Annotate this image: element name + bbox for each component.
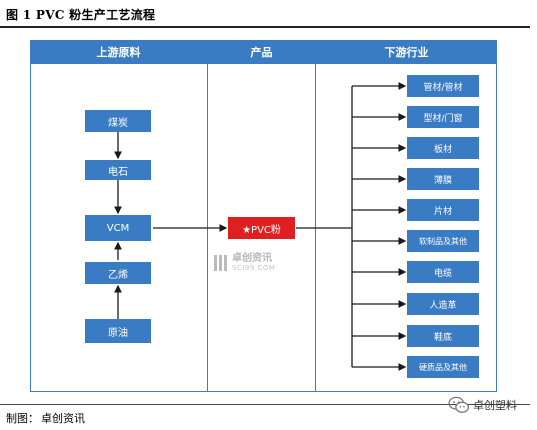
node-vcm: VCM [85,215,151,241]
wechat-account: 卓创塑料 [448,396,517,414]
node-pvc-powder: ★PVC粉 [228,217,295,239]
watermark-site: SCI99.COM [232,264,276,272]
downstream-item: 鞋底 [407,325,479,347]
source-label: 制图： [6,412,39,425]
header-downstream: 下游行业 [316,40,497,64]
bottom-rule [0,404,530,405]
node-ethylene: 乙烯 [85,262,151,284]
source-line: 制图：卓创资讯 [6,410,85,426]
downstream-item: 人造革 [407,293,479,315]
node-crude-oil: 原油 [85,319,151,343]
downstream-item: 硬质品及其他 [407,356,479,378]
downstream-item: 软制品及其他 [407,230,479,252]
wechat-icon [448,396,470,413]
watermark: 卓创资讯 SCI99.COM [214,254,275,272]
downstream-item: 管材/管材 [407,75,479,97]
downstream-item: 型材/门窗 [407,106,479,128]
top-rule [0,26,530,28]
downstream-item: 板材 [407,137,479,159]
downstream-item: 薄膜 [407,168,479,190]
header-product: 产品 [208,40,315,64]
downstream-item: 片材 [407,199,479,221]
figure-title: 图 1 PVC 粉生产工艺流程 [6,8,156,22]
header-upstream: 上游原料 [30,40,207,64]
column-divider-2 [315,40,316,392]
source-value: 卓创资讯 [41,412,85,425]
node-coal: 煤炭 [85,110,151,132]
node-carbide: 电石 [85,160,151,180]
downstream-item: 电缆 [407,261,479,283]
watermark-name: 卓创资讯 [232,253,272,264]
column-divider-1 [207,40,208,392]
watermark-logo-icon [214,255,229,271]
wechat-account-name: 卓创塑料 [473,399,517,412]
